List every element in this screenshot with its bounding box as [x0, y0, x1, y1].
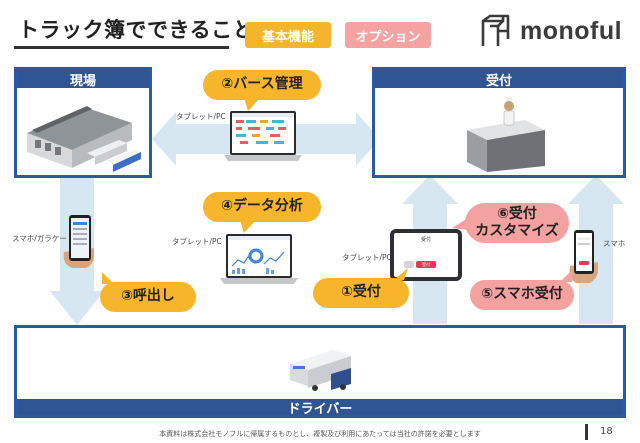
tablet-screen-title: 受付	[420, 237, 431, 243]
feature-reception: ①受付	[313, 278, 409, 308]
device-label-tablet-pc-mid: タブレット/PC	[172, 237, 222, 246]
page-number-divider	[585, 424, 588, 440]
feature-customize-line1: ⑥受付	[497, 205, 537, 222]
driver-box: ドライバー	[14, 325, 626, 418]
smartphone-right-in-hand	[569, 230, 598, 283]
laptop-berth-screen	[224, 111, 302, 161]
genba-box: 現場	[14, 67, 152, 178]
logo-text: monoful	[520, 16, 623, 45]
reception-tablet: 受付 受付	[390, 229, 462, 281]
footer-copyright-note: 本資料は株式会社モノフルに帰属するものとし、複製及び利用にあたっては当社の許諾を…	[159, 430, 481, 438]
smartphone-left-in-hand	[63, 215, 94, 268]
driver-header: ドライバー	[17, 399, 623, 417]
feature-berth-management: ②バース管理	[203, 70, 321, 100]
tablet-screen-secondary-button[interactable]	[404, 261, 414, 268]
reception-tablet-screen: 受付 受付	[394, 233, 458, 277]
monoful-logo: monoful	[478, 12, 626, 50]
device-label-tablet-pc-top: タブレット/PC	[176, 112, 226, 121]
bubble-tail-call	[102, 272, 114, 284]
feature-reception-customize: ⑥受付 カスタマイズ	[465, 203, 569, 243]
monoful-logo-icon	[481, 14, 510, 46]
device-label-smartphone-feature: スマホ/ガラケー	[12, 234, 67, 243]
feature-customize-line2: カスタマイズ	[475, 223, 559, 239]
truck-illustration	[290, 350, 351, 391]
device-label-tablet-pc-reception: タブレット/PC	[342, 253, 392, 262]
bubble-tail-smartphone	[560, 268, 574, 282]
badge-option: オプション	[345, 22, 431, 48]
feature-call: ③呼出し	[100, 282, 196, 312]
device-label-smartphone: スマホ	[603, 239, 626, 248]
tablet-screen-button[interactable]: 受付	[416, 261, 436, 268]
bubble-tail-reception	[394, 268, 408, 280]
page-number: 18	[600, 426, 613, 437]
bubble-tail-customize	[452, 218, 468, 230]
feature-data-analysis: ④データ分析	[203, 192, 321, 222]
uketsuke-box: 受付	[372, 67, 626, 178]
genba-header: 現場	[17, 70, 149, 89]
reception-desk-illustration	[467, 97, 545, 172]
feature-smartphone-reception: ⑤スマホ受付	[470, 280, 574, 310]
uketsuke-header: 受付	[375, 70, 623, 89]
bubble-tail-berth	[244, 98, 260, 111]
title-underline	[14, 46, 229, 49]
badge-basic-feature: 基本機能	[245, 22, 331, 48]
bubble-tail-analysis	[240, 220, 256, 233]
warehouse-illustration	[27, 106, 141, 172]
page-title: トラック簿でできること	[18, 18, 255, 42]
laptop-analytics-screen	[220, 234, 298, 284]
